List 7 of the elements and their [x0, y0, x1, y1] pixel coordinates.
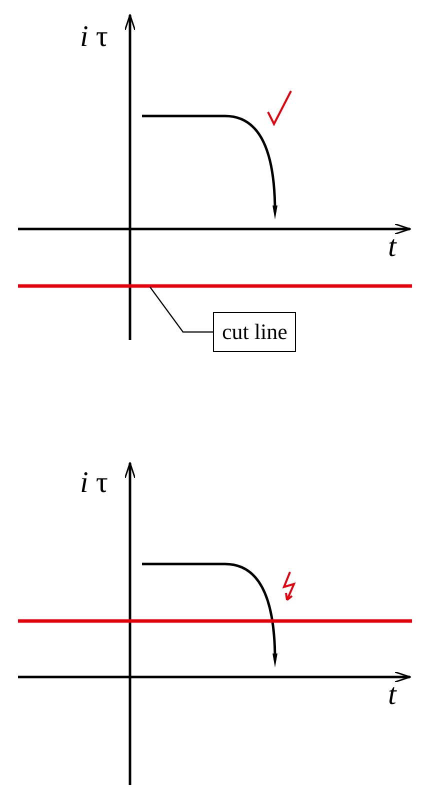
axis-label: t: [388, 232, 396, 262]
axis-label: t: [388, 680, 396, 710]
leader-line: [150, 286, 213, 333]
axis-label: i τ: [80, 468, 108, 498]
callout-box: cut line: [213, 312, 296, 352]
axis-label: i τ: [80, 22, 108, 52]
cut-line: [18, 284, 412, 288]
